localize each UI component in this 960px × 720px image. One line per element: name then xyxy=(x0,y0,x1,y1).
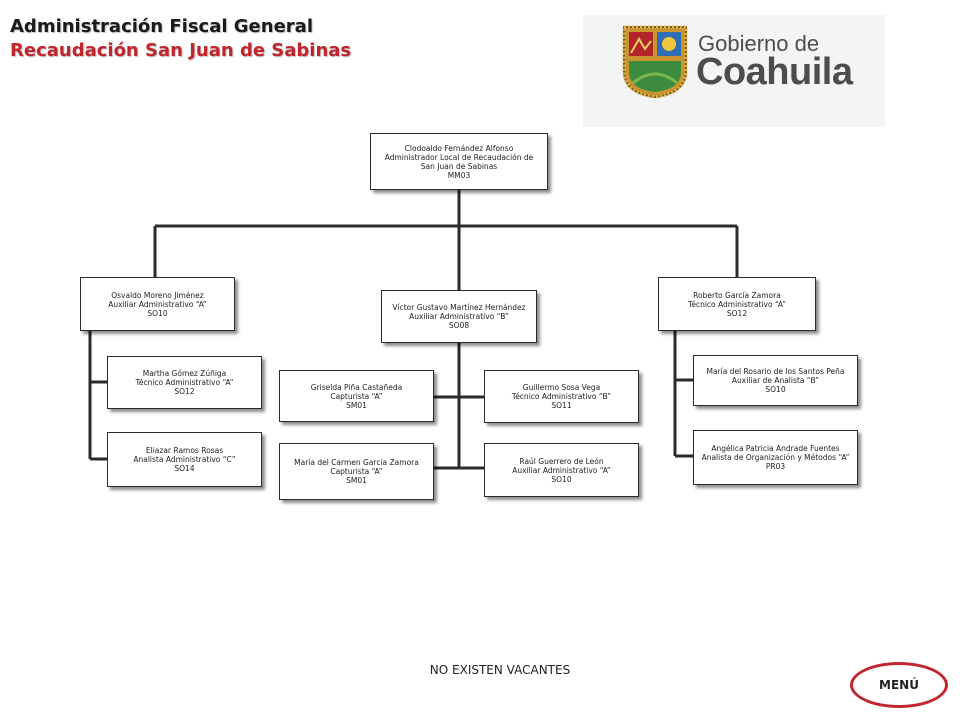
node-name: Raúl Guerrero de León xyxy=(519,456,604,466)
node-title: Auxiliar Administrativo “B” xyxy=(409,312,509,321)
node-name: María del Rosario de los Santos Peña xyxy=(706,367,845,376)
node-title: Técnico Administrativo “A” xyxy=(135,378,234,387)
node-code: SM01 xyxy=(346,476,367,485)
node-name: María del Carmen García Zamora xyxy=(294,458,419,467)
node-name: Roberto García Zamora xyxy=(693,290,781,300)
node-title-2: San Juan de Sabinas xyxy=(420,161,498,171)
node-code: SO10 xyxy=(551,474,572,484)
node-title: Administrador Local de Recaudación de xyxy=(384,152,534,162)
org-node-right: Roberto García Zamora Técnico Administra… xyxy=(658,277,816,331)
node-code: SO10 xyxy=(765,385,786,394)
node-name: Martha Gómez Zúñiga xyxy=(142,369,227,378)
node-code: SO10 xyxy=(147,308,168,318)
menu-button[interactable]: MENÚ xyxy=(850,662,948,708)
government-logo: Gobierno de Coahuila xyxy=(583,15,885,127)
node-name: Osvaldo Moreno Jiménez xyxy=(111,290,204,300)
org-node-center: Víctor Gustavo Martínez Hernández Auxili… xyxy=(381,290,537,343)
node-title: Auxiliar Administrativo “A” xyxy=(512,465,611,475)
node-title: Capturista “A” xyxy=(330,391,383,401)
node-title: Analista de Organización y Métodos “A” xyxy=(701,453,850,462)
node-title: Técnico Administrativo “B” xyxy=(511,392,612,401)
logo-text-coahuila: Coahuila xyxy=(696,51,853,93)
org-node-left: Osvaldo Moreno Jiménez Auxiliar Administ… xyxy=(80,277,235,331)
page-subtitle: Recaudación San Juan de Sabinas xyxy=(10,40,352,61)
node-code: PR03 xyxy=(765,462,786,471)
org-node-center-child-4: Raúl Guerrero de León Auxiliar Administr… xyxy=(484,443,639,497)
node-code: MM03 xyxy=(447,170,471,180)
node-name: Eliazar Ramos Rosas xyxy=(145,446,224,455)
node-name: Víctor Gustavo Martínez Hernández xyxy=(392,303,526,312)
node-code: SO11 xyxy=(551,401,572,410)
org-node-center-child-3: Guillermo Sosa Vega Técnico Administrati… xyxy=(484,370,639,423)
node-code: SO14 xyxy=(174,464,195,473)
org-node-right-child-2: Angélica Patricia Andrade Fuentes Analis… xyxy=(693,430,858,485)
node-title: Capturista “A” xyxy=(330,467,383,476)
node-code: SO08 xyxy=(448,321,470,330)
node-name: Griselda Piña Castañeda xyxy=(310,382,403,392)
node-name: Angélica Patricia Andrade Fuentes xyxy=(711,444,840,453)
org-node-center-child-1: Griselda Piña Castañeda Capturista “A” S… xyxy=(279,370,434,422)
org-node-right-child-1: María del Rosario de los Santos Peña Aux… xyxy=(693,355,858,406)
node-title: Analista Administrativo “C” xyxy=(133,455,236,464)
node-title: Auxiliar de Analista “B” xyxy=(731,376,820,385)
node-code: SO12 xyxy=(726,308,748,318)
node-code: SO12 xyxy=(174,387,195,396)
org-node-left-child-2: Eliazar Ramos Rosas Analista Administrat… xyxy=(107,432,262,487)
node-name: Guillermo Sosa Vega xyxy=(522,383,601,392)
node-code: SM01 xyxy=(346,400,367,410)
page-title: Administración Fiscal General xyxy=(10,16,313,37)
vacancies-notice: NO EXISTEN VACANTES xyxy=(429,663,571,677)
coahuila-coat-of-arms-icon xyxy=(622,25,688,99)
logo-text-gobierno: Gobierno de xyxy=(698,31,820,56)
org-node-left-child-1: Martha Gómez Zúñiga Técnico Administrati… xyxy=(107,356,262,409)
node-title: Auxiliar Administrativo “A” xyxy=(108,299,207,309)
org-node-root: Clodoaldo Fernández Alfonso Administrado… xyxy=(370,133,548,190)
node-name: Clodoaldo Fernández Alfonso xyxy=(404,143,514,153)
org-node-center-child-2: María del Carmen García Zamora Capturist… xyxy=(279,443,434,500)
node-title: Técnico Administrativo “A” xyxy=(688,299,786,309)
